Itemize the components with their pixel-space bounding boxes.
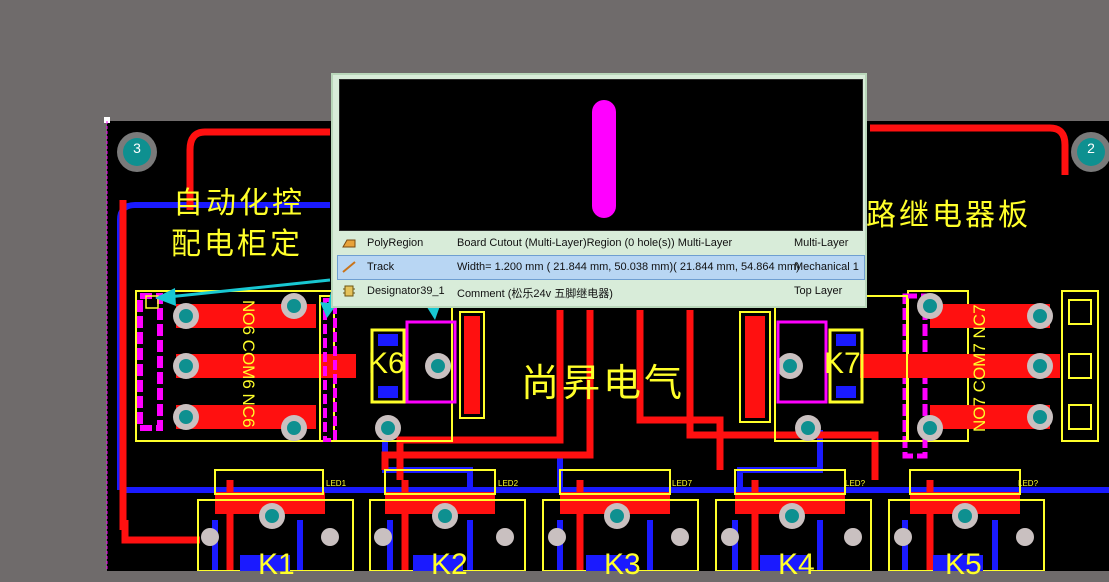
led-label-1: LED1 (326, 479, 347, 488)
silk-text-line1-left: 自动化控 (173, 186, 305, 221)
relay-label-k4: K4 (778, 548, 815, 581)
polyregion-icon (342, 239, 356, 248)
silk-text-line2-left: 配电柜定 (171, 227, 303, 262)
relay-label-k3: K3 (604, 548, 641, 581)
mounting-hole-label-3: 3 (133, 140, 141, 156)
top-layer-tracks (119, 124, 1069, 571)
mounting-hole-3 (117, 132, 157, 172)
silk-text-line1-right: 路继电器板 (866, 198, 1031, 233)
relay-k4[interactable] (715, 469, 872, 571)
connector-label-right: NO7 COM7 NC7 (970, 304, 989, 432)
led-pad-strip-1 (215, 492, 325, 514)
track-icon (342, 261, 356, 273)
object-detail: Board Cutout (Multi-Layer)Region (0 hole… (457, 237, 733, 249)
object-detail: Comment (松乐24v 五脚继电器) (457, 288, 613, 300)
relay-label-k1: K1 (258, 548, 295, 581)
relay-label-k2: K2 (431, 548, 468, 581)
relay-k5[interactable] (888, 469, 1045, 571)
component-icon (343, 285, 355, 297)
track-preview-shape (592, 100, 616, 218)
led-pad-strip-4 (735, 492, 845, 514)
relay-label-k7: K7 (824, 347, 861, 380)
object-row-polyregion[interactable]: PolyRegion Board Cutout (Multi-Layer)Reg… (338, 232, 864, 255)
object-name: PolyRegion (367, 237, 424, 249)
led-pad-strip-2 (385, 492, 495, 514)
board-origin-marker (104, 117, 110, 123)
object-name: Designator39_1 (367, 285, 445, 297)
object-layer: Top Layer (794, 285, 843, 297)
relay-k3[interactable] (542, 469, 699, 571)
relay-k2[interactable] (369, 469, 526, 571)
track-preview-pane (339, 79, 863, 231)
relay-k1[interactable] (197, 469, 354, 571)
object-row-designator[interactable]: Designator39_1 Comment (松乐24v 五脚继电器) Top… (338, 280, 864, 303)
object-name: Track (367, 261, 395, 273)
led-pad-strip-3 (560, 492, 670, 514)
led-label-3: LED7 (672, 479, 693, 488)
connector-label-left: NO6 COM6 NC6 (239, 300, 258, 428)
object-list[interactable]: PolyRegion Board Cutout (Multi-Layer)Reg… (337, 232, 865, 304)
object-row-track[interactable]: Track Width= 1.200 mm ( 21.844 mm, 50.03… (337, 255, 865, 280)
object-layer: Multi-Layer (794, 237, 849, 249)
led-label-4: LED? (845, 479, 866, 488)
led-label-2: LED2 (498, 479, 519, 488)
object-picker-popup[interactable]: PolyRegion Board Cutout (Multi-Layer)Reg… (331, 73, 867, 308)
mounting-hole-label-2: 2 (1087, 140, 1095, 156)
led-label-5: LED? (1018, 479, 1039, 488)
relay-label-k6: K6 (368, 347, 405, 380)
relay-label-k5: K5 (945, 548, 982, 581)
object-detail: Width= 1.200 mm ( 21.844 mm, 50.038 mm)(… (457, 261, 800, 273)
object-layer: Mechanical 1 (794, 261, 859, 273)
mounting-hole-2 (1071, 132, 1109, 172)
connector-right[interactable] (860, 290, 1099, 459)
silk-center-title: 尚昇电气 (521, 361, 686, 405)
